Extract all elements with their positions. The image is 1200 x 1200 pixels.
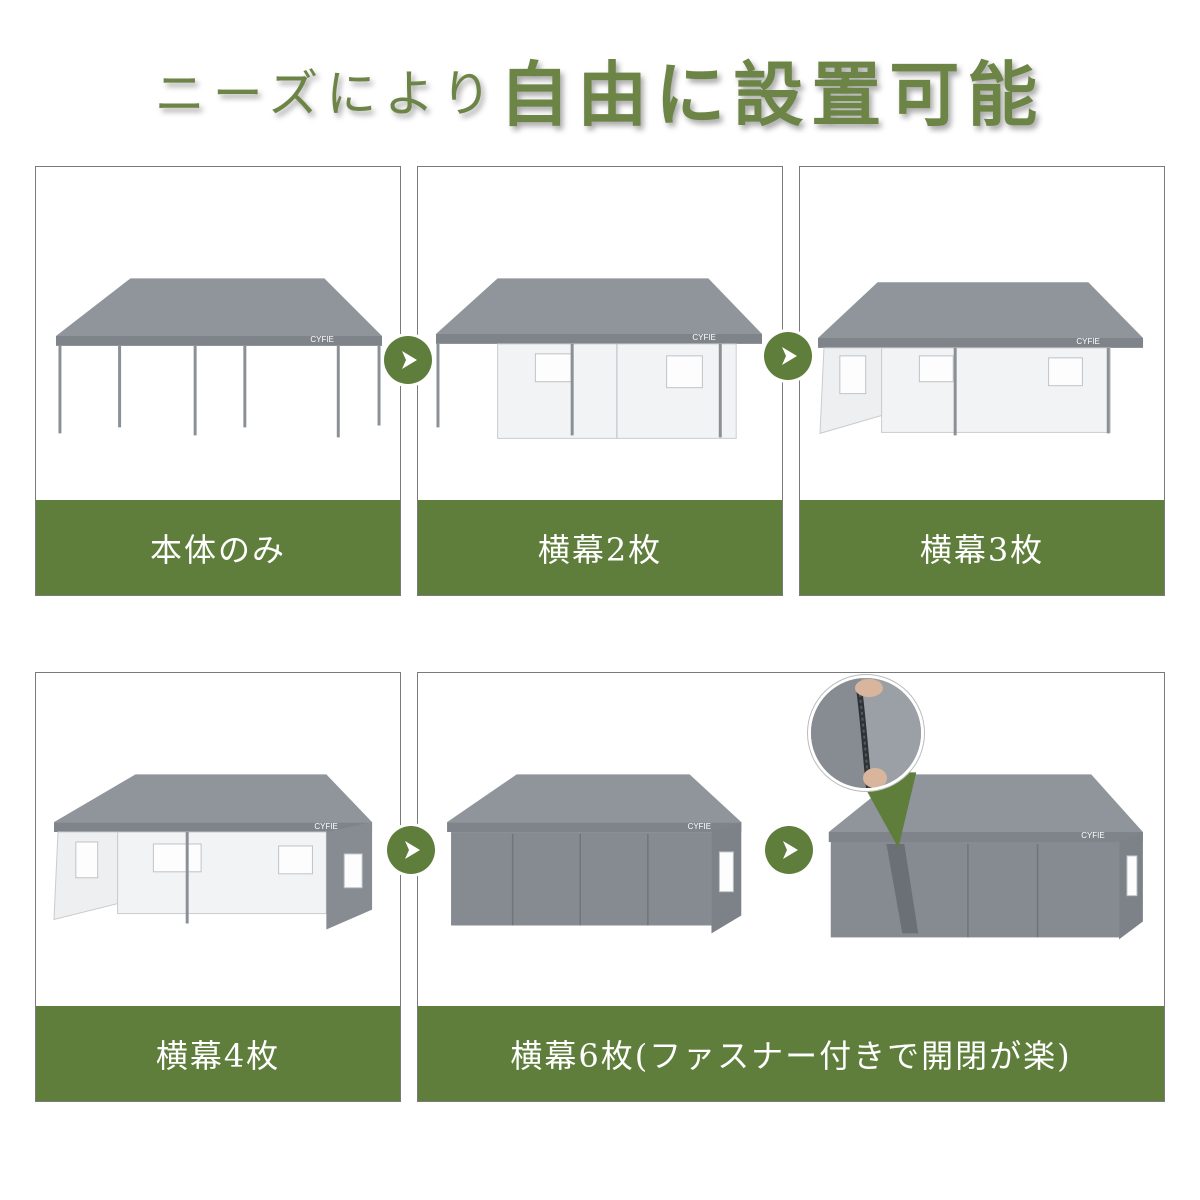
brand-logo: CYFIE bbox=[310, 335, 333, 344]
card-label: 横幕4枚 bbox=[36, 1006, 400, 1101]
brand-logo: CYFIE bbox=[314, 822, 337, 831]
arrow-right-icon bbox=[384, 336, 432, 384]
arrow-right-icon bbox=[764, 332, 812, 380]
tent-image-four-walls: CYFIE bbox=[36, 673, 400, 1006]
card-six-walls: CYFIE CYFIE 横幕6枚(ファスナー付きで開閉が楽) bbox=[417, 672, 1165, 1102]
card-label: 横幕2枚 bbox=[418, 500, 782, 595]
card-label: 本体のみ bbox=[36, 500, 400, 595]
tent-image-six-walls: CYFIE CYFIE bbox=[418, 673, 1164, 1006]
zipper-zoom-icon bbox=[808, 675, 924, 791]
card-body-only: CYFIE 本体のみ bbox=[35, 166, 401, 596]
brand-logo: CYFIE bbox=[692, 333, 715, 342]
arrow-right-icon bbox=[387, 826, 435, 874]
arrow-right-icon bbox=[765, 826, 813, 874]
brand-logo: CYFIE bbox=[1081, 831, 1104, 840]
card-label: 横幕3枚 bbox=[800, 500, 1164, 595]
tent-image-body-only: CYFIE bbox=[36, 167, 400, 500]
card-four-walls: CYFIE 横幕4枚 bbox=[35, 672, 401, 1102]
headline-emphasis: 自由に設置可能 bbox=[499, 53, 1046, 136]
headline-lead: ニーズにより bbox=[154, 65, 500, 123]
brand-logo: CYFIE bbox=[1076, 337, 1099, 346]
headline: ニーズにより 自由に設置可能 bbox=[0, 40, 1200, 140]
tent-image-two-walls: CYFIE bbox=[418, 167, 782, 500]
card-label: 横幕6枚(ファスナー付きで開閉が楽) bbox=[418, 1006, 1164, 1101]
tent-image-three-walls: CYFIE bbox=[800, 167, 1164, 500]
card-three-walls: CYFIE 横幕3枚 bbox=[799, 166, 1165, 596]
card-two-walls: CYFIE 横幕2枚 bbox=[417, 166, 783, 596]
brand-logo: CYFIE bbox=[688, 822, 711, 831]
